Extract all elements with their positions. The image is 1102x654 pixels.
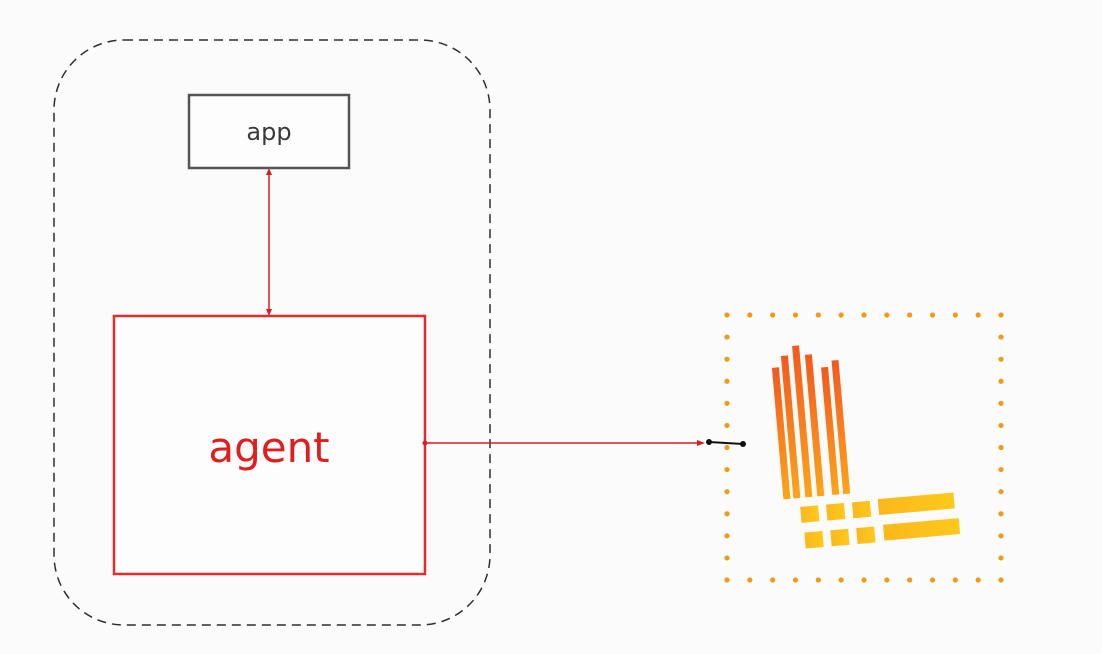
port-dot-right	[740, 441, 746, 447]
frame-dot	[998, 555, 1004, 561]
frame-dot	[724, 334, 730, 340]
app-node[interactable]: app	[187, 93, 351, 170]
arrowhead-right-icon	[697, 440, 705, 446]
frame-dot	[998, 312, 1004, 318]
logo-block	[804, 531, 824, 549]
frame-dot	[998, 489, 1004, 495]
agent-label: agent	[208, 423, 329, 472]
frame-dot	[998, 422, 1004, 429]
frame-dot	[929, 312, 936, 318]
logo-block	[851, 500, 872, 519]
frame-dot	[998, 533, 1004, 539]
logo-bar	[804, 354, 825, 497]
frame-dot	[998, 511, 1004, 517]
frame-dot	[884, 577, 890, 583]
frame-dot	[975, 577, 981, 583]
logo-bar	[821, 366, 840, 496]
logo-block	[883, 518, 961, 541]
frame-dot	[998, 356, 1004, 362]
frame-dot	[747, 577, 753, 583]
frame-dot	[998, 466, 1004, 473]
frame-dot	[724, 533, 730, 539]
frame-dot	[998, 334, 1004, 340]
frame-dot	[792, 312, 799, 318]
frame-dot	[838, 312, 844, 318]
logo-bar	[831, 359, 851, 495]
frame-dot	[724, 511, 730, 517]
frame-dot	[861, 577, 867, 583]
app-box	[187, 93, 351, 170]
frame-dot	[998, 577, 1004, 583]
arrowhead-up-icon	[266, 168, 272, 175]
frame-dot	[724, 577, 730, 583]
frame-dot	[792, 577, 799, 583]
logo-block	[800, 505, 820, 523]
logo-block	[856, 526, 876, 545]
frame-dot	[724, 466, 730, 473]
frame-dot	[975, 312, 981, 318]
frame-dot	[861, 312, 867, 318]
logo-block	[826, 503, 846, 521]
frame-dot	[724, 489, 730, 495]
frame-dot	[907, 312, 913, 318]
frame-dot	[952, 577, 958, 583]
frame-dot	[815, 577, 821, 583]
frame-dot	[724, 378, 730, 384]
frame-dot	[724, 356, 730, 362]
logo-block	[830, 528, 850, 547]
frame-dot	[929, 577, 936, 583]
frame-dot	[724, 312, 730, 318]
logo-bar	[780, 355, 801, 499]
frame-dot	[884, 312, 890, 318]
logo-bar	[792, 345, 813, 498]
frame-dot	[770, 577, 776, 583]
app-label: app	[246, 118, 291, 146]
logo-bar	[771, 367, 791, 500]
frame-dot	[724, 422, 730, 429]
frame-dot	[998, 444, 1004, 451]
frame-dot	[724, 400, 730, 406]
frame-dot	[724, 555, 730, 561]
frame-dot	[998, 400, 1004, 406]
app-agent-connector	[266, 168, 272, 316]
agent-box	[112, 314, 427, 576]
frame-dot	[724, 444, 730, 451]
frame-dot	[952, 312, 958, 318]
tempo-logo-icon[interactable]	[770, 333, 961, 550]
frame-dot	[770, 312, 776, 318]
frame-dot	[838, 577, 844, 583]
logo-block	[877, 492, 955, 516]
frame-dot	[815, 312, 821, 318]
logo-frame	[724, 312, 1004, 583]
agent-node[interactable]: agent	[112, 314, 427, 576]
frame-dot	[747, 312, 753, 318]
agent-logo-connector	[422, 439, 746, 447]
frame-dot	[998, 378, 1004, 384]
frame-dot	[907, 577, 913, 583]
arrowhead-down-icon	[266, 309, 272, 316]
